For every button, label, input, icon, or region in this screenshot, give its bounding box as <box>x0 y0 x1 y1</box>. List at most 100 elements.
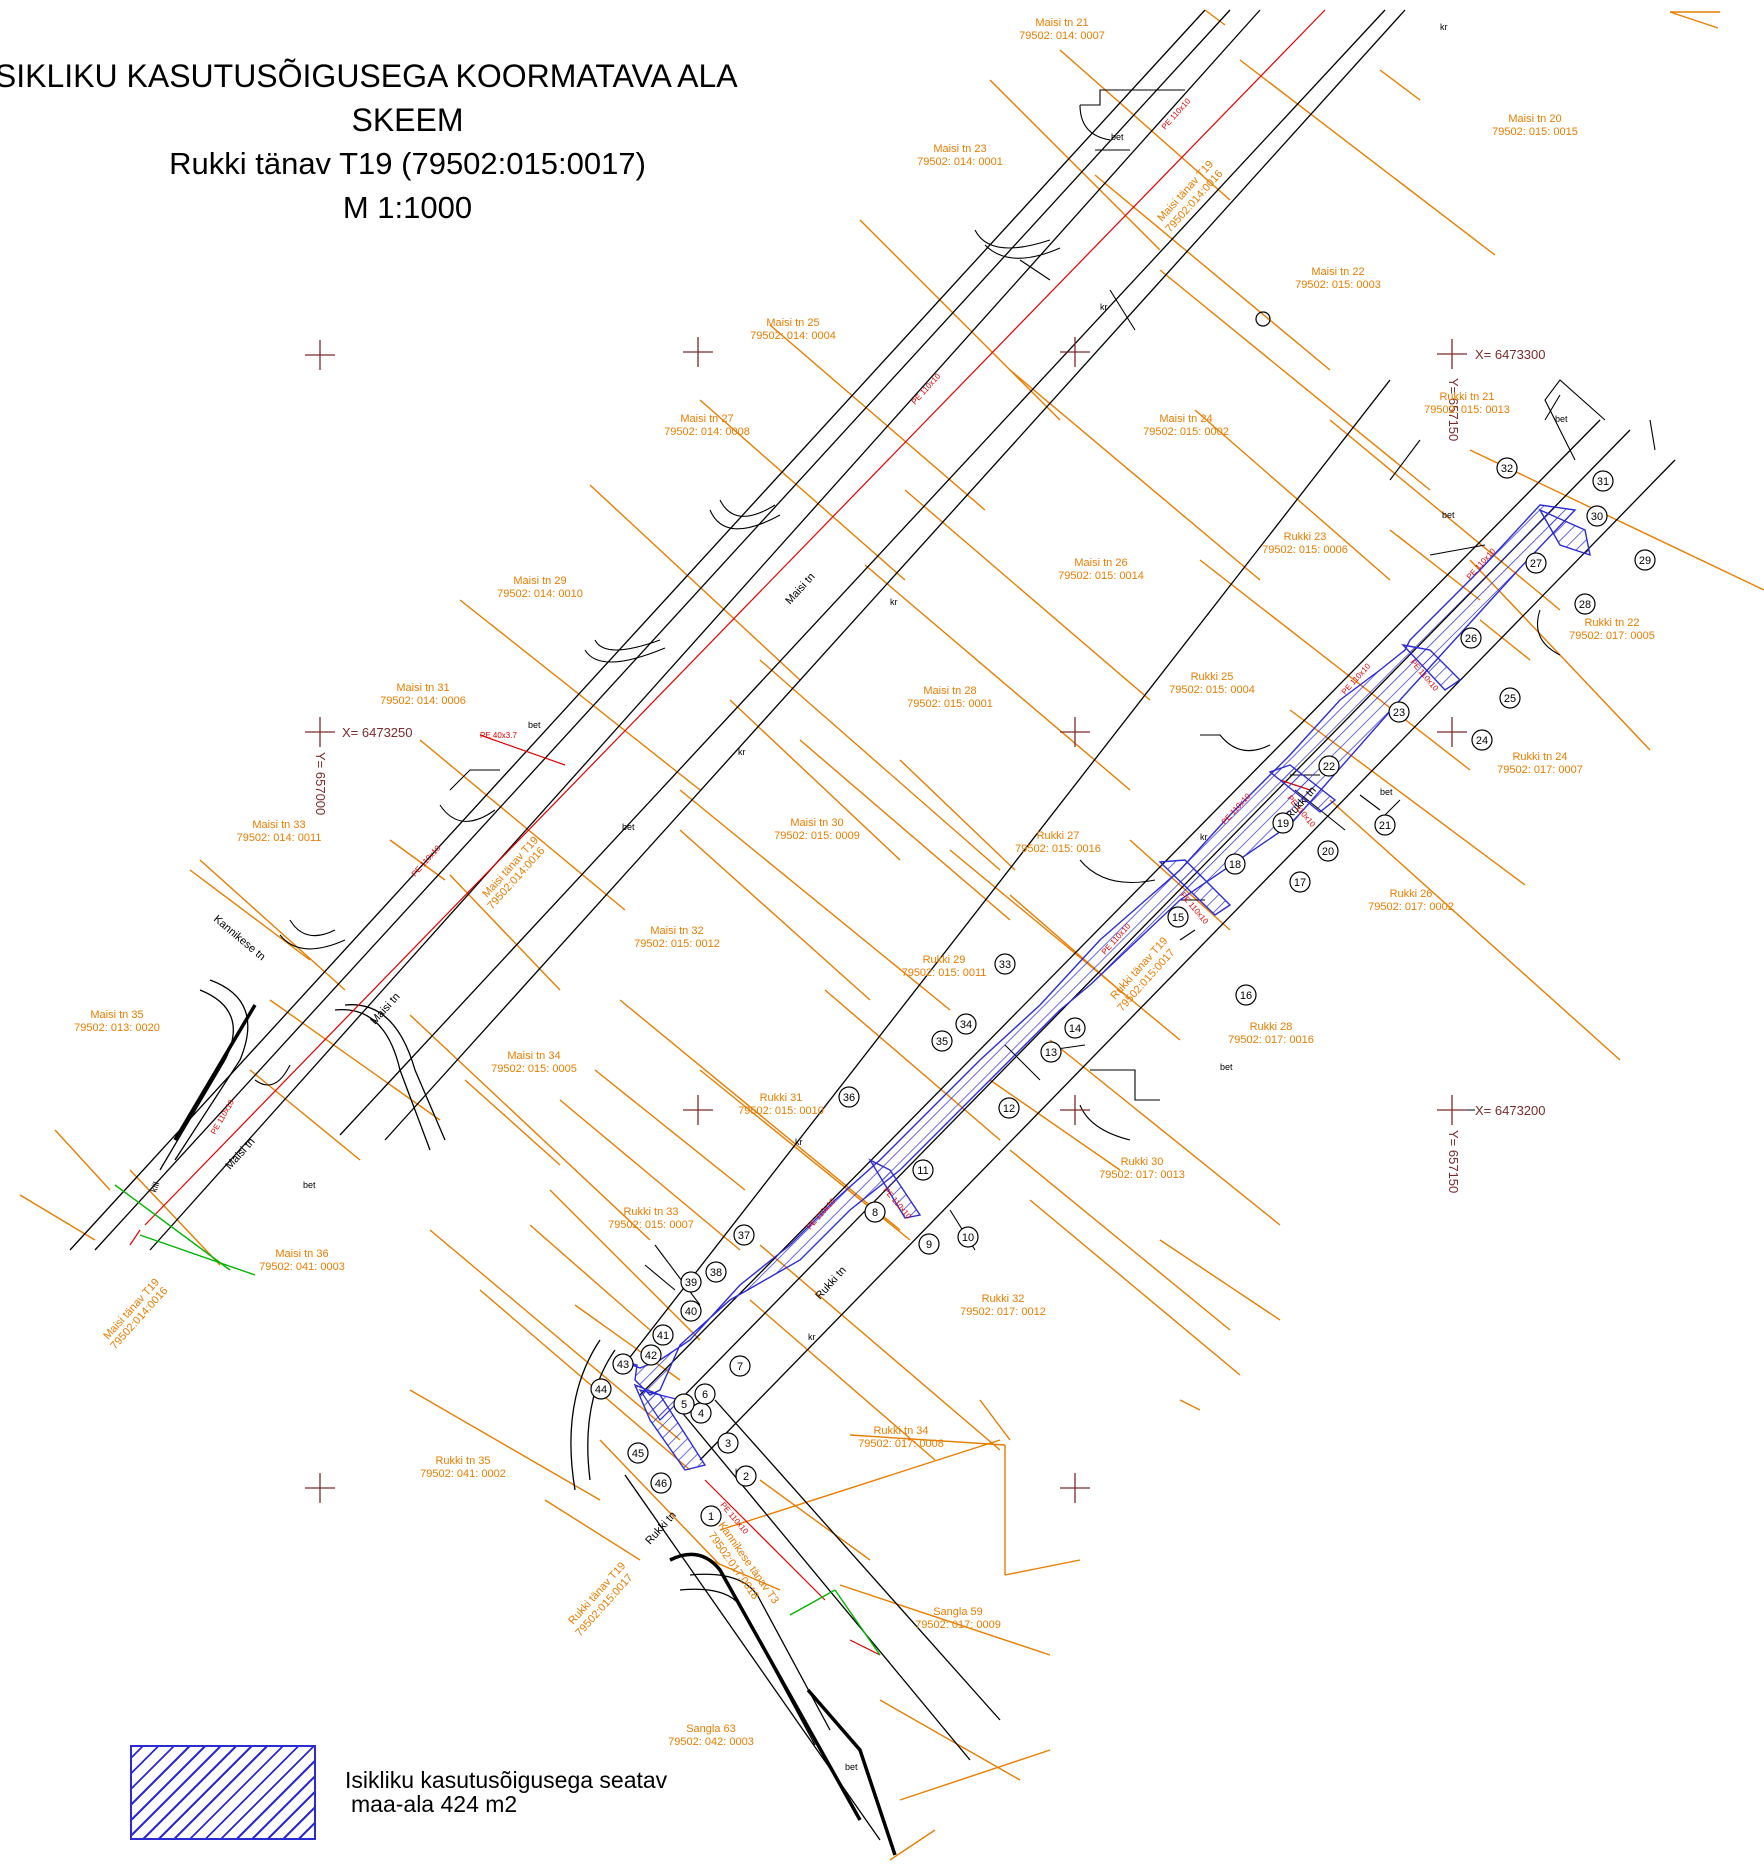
survey-point-marker <box>1388 701 1410 723</box>
property-structures <box>254 89 1656 1306</box>
survey-point: 10 <box>957 1226 979 1248</box>
legend-hatch-swatch <box>130 1745 316 1840</box>
parcel-name: Maisi tn 35 <box>90 1009 143 1021</box>
survey-point-label: 18 <box>1229 859 1241 871</box>
survey-point-label: 16 <box>1240 990 1252 1002</box>
survey-point-marker <box>694 1383 716 1405</box>
survey-point-label: 4 <box>698 1408 704 1420</box>
survey-point-marker <box>912 1159 934 1181</box>
survey-point: 18 <box>1224 853 1246 875</box>
survey-point-marker <box>705 1261 727 1283</box>
survey-point: 9 <box>918 1233 940 1255</box>
parcel-name: Rukki tn 35 <box>435 1455 490 1467</box>
survey-point: 16 <box>1235 984 1257 1006</box>
survey-point-label: 39 <box>685 1277 697 1289</box>
survey-point-label: 28 <box>1579 599 1591 611</box>
survey-point-label: 11 <box>917 1165 928 1177</box>
parcel-name: Maisi tn 31 <box>396 682 449 694</box>
map-text-bet: bet <box>1111 132 1124 142</box>
survey-point-marker <box>1574 593 1596 615</box>
parcel-code: 79502: 041: 0002 <box>420 1468 506 1480</box>
survey-point-marker <box>650 1472 672 1494</box>
parcel-name: Maisi tn 25 <box>766 317 819 329</box>
parcel-code: 79502: 042: 0003 <box>668 1736 754 1748</box>
map-text-bet: bet <box>1380 787 1393 797</box>
survey-point: 7 <box>729 1355 751 1377</box>
parcel-name: Rukki 23 <box>1284 531 1327 543</box>
title-line-2: SKEEM <box>351 102 464 138</box>
map-text-bet: bet <box>1220 1062 1233 1072</box>
survey-point: 33 <box>994 953 1016 975</box>
survey-point-label: 43 <box>617 1359 629 1371</box>
parcel-name: Rukki tn 21 <box>1439 391 1494 403</box>
parcel-code: 79502: 017: 0007 <box>1497 764 1583 776</box>
survey-point-marker <box>955 1013 977 1035</box>
survey-crosses <box>305 337 1467 1503</box>
parcel-code: 79502: 014: 0007 <box>1019 30 1105 42</box>
survey-point-label: 40 <box>685 1306 697 1318</box>
survey-point-marker <box>1040 1041 1062 1063</box>
parcel-name: Maisi tn 20 <box>1508 113 1561 125</box>
parcel-code: 79502: 015: 0015 <box>1492 126 1578 138</box>
survey-point-label: 35 <box>936 1036 948 1048</box>
survey-point-label: 14 <box>1069 1023 1081 1035</box>
parcel-code: 79502: 015: 0009 <box>774 830 860 842</box>
parcel-code: 79502: 017: 0008 <box>858 1438 944 1450</box>
survey-point-marker <box>680 1271 702 1293</box>
parcel-code: 79502: 015: 0002 <box>1143 426 1229 438</box>
cable-label-maisi-3: PE 110x10 <box>1160 96 1193 131</box>
parcel-code: 79502: 015: 0012 <box>634 938 720 950</box>
parcel-name: Rukki 32 <box>982 1293 1025 1305</box>
survey-point-marker <box>1586 505 1608 527</box>
parcel-name: Maisi tn 27 <box>680 413 733 425</box>
parcel-name: Rukki tn 22 <box>1584 617 1639 629</box>
survey-point-label: 42 <box>645 1350 657 1362</box>
coord-x-6473250: X= 6473250 <box>342 725 412 740</box>
cable-label-maisi-1: PE 110x10 <box>410 843 443 878</box>
parcel-name: Maisi tn 33 <box>252 819 305 831</box>
survey-point-marker <box>1471 729 1493 751</box>
survey-point-label: 44 <box>595 1384 607 1396</box>
survey-point-marker <box>1634 549 1656 571</box>
survey-point-label: 19 <box>1277 818 1289 830</box>
map-text-kr: kr <box>808 1332 816 1342</box>
coord-y-657150-top: Y= 657150 <box>1446 378 1461 441</box>
survey-point: 6 <box>694 1383 716 1405</box>
survey-point-marker <box>735 1465 757 1487</box>
survey-point-marker <box>998 1097 1020 1119</box>
survey-point-marker <box>1272 812 1294 834</box>
parcel-name: Rukki 30 <box>1121 1156 1164 1168</box>
survey-point: 35 <box>931 1030 953 1052</box>
parcel-name: Maisi tn 28 <box>923 685 976 697</box>
parcel-code: 79502: 015: 0004 <box>1169 684 1255 696</box>
parcel-code: 79502: 015: 0016 <box>1015 843 1101 855</box>
survey-point-marker <box>931 1030 953 1052</box>
survey-point: 20 <box>1317 840 1339 862</box>
survey-point-marker <box>652 1324 674 1346</box>
survey-point-label: 5 <box>681 1399 687 1411</box>
map-text-kr: kr <box>1100 302 1108 312</box>
parcel-name: Rukki 31 <box>760 1092 803 1104</box>
parcel-name: Rukki 28 <box>1250 1021 1293 1033</box>
survey-point-label: 32 <box>1501 463 1513 475</box>
survey-point-label: 22 <box>1323 761 1335 773</box>
parcel-name: Maisi tn 29 <box>513 575 566 587</box>
survey-point-label: 36 <box>843 1092 855 1104</box>
map-text-bet: bet <box>845 1762 858 1772</box>
survey-point-label: 25 <box>1504 693 1516 705</box>
parcel-name: Rukki 27 <box>1037 830 1080 842</box>
survey-point-marker <box>717 1432 739 1454</box>
survey-point-label: 29 <box>1639 555 1651 567</box>
parcel-code: 79502: 014: 0011 <box>237 832 322 844</box>
parcel-name: Maisi tn 21 <box>1035 17 1088 29</box>
survey-point-marker <box>673 1393 695 1415</box>
parcel-code: 79502: 015: 0003 <box>1295 279 1381 291</box>
survey-point-label: 38 <box>710 1267 722 1279</box>
survey-point: 22 <box>1318 755 1340 777</box>
survey-point-marker <box>590 1378 612 1400</box>
survey-point: 24 <box>1471 729 1493 751</box>
survey-point-label: 7 <box>737 1361 743 1373</box>
survey-point: 3 <box>717 1432 739 1454</box>
parcel-name: Maisi tn 24 <box>1159 413 1212 425</box>
survey-point-label: 31 <box>1597 476 1609 488</box>
